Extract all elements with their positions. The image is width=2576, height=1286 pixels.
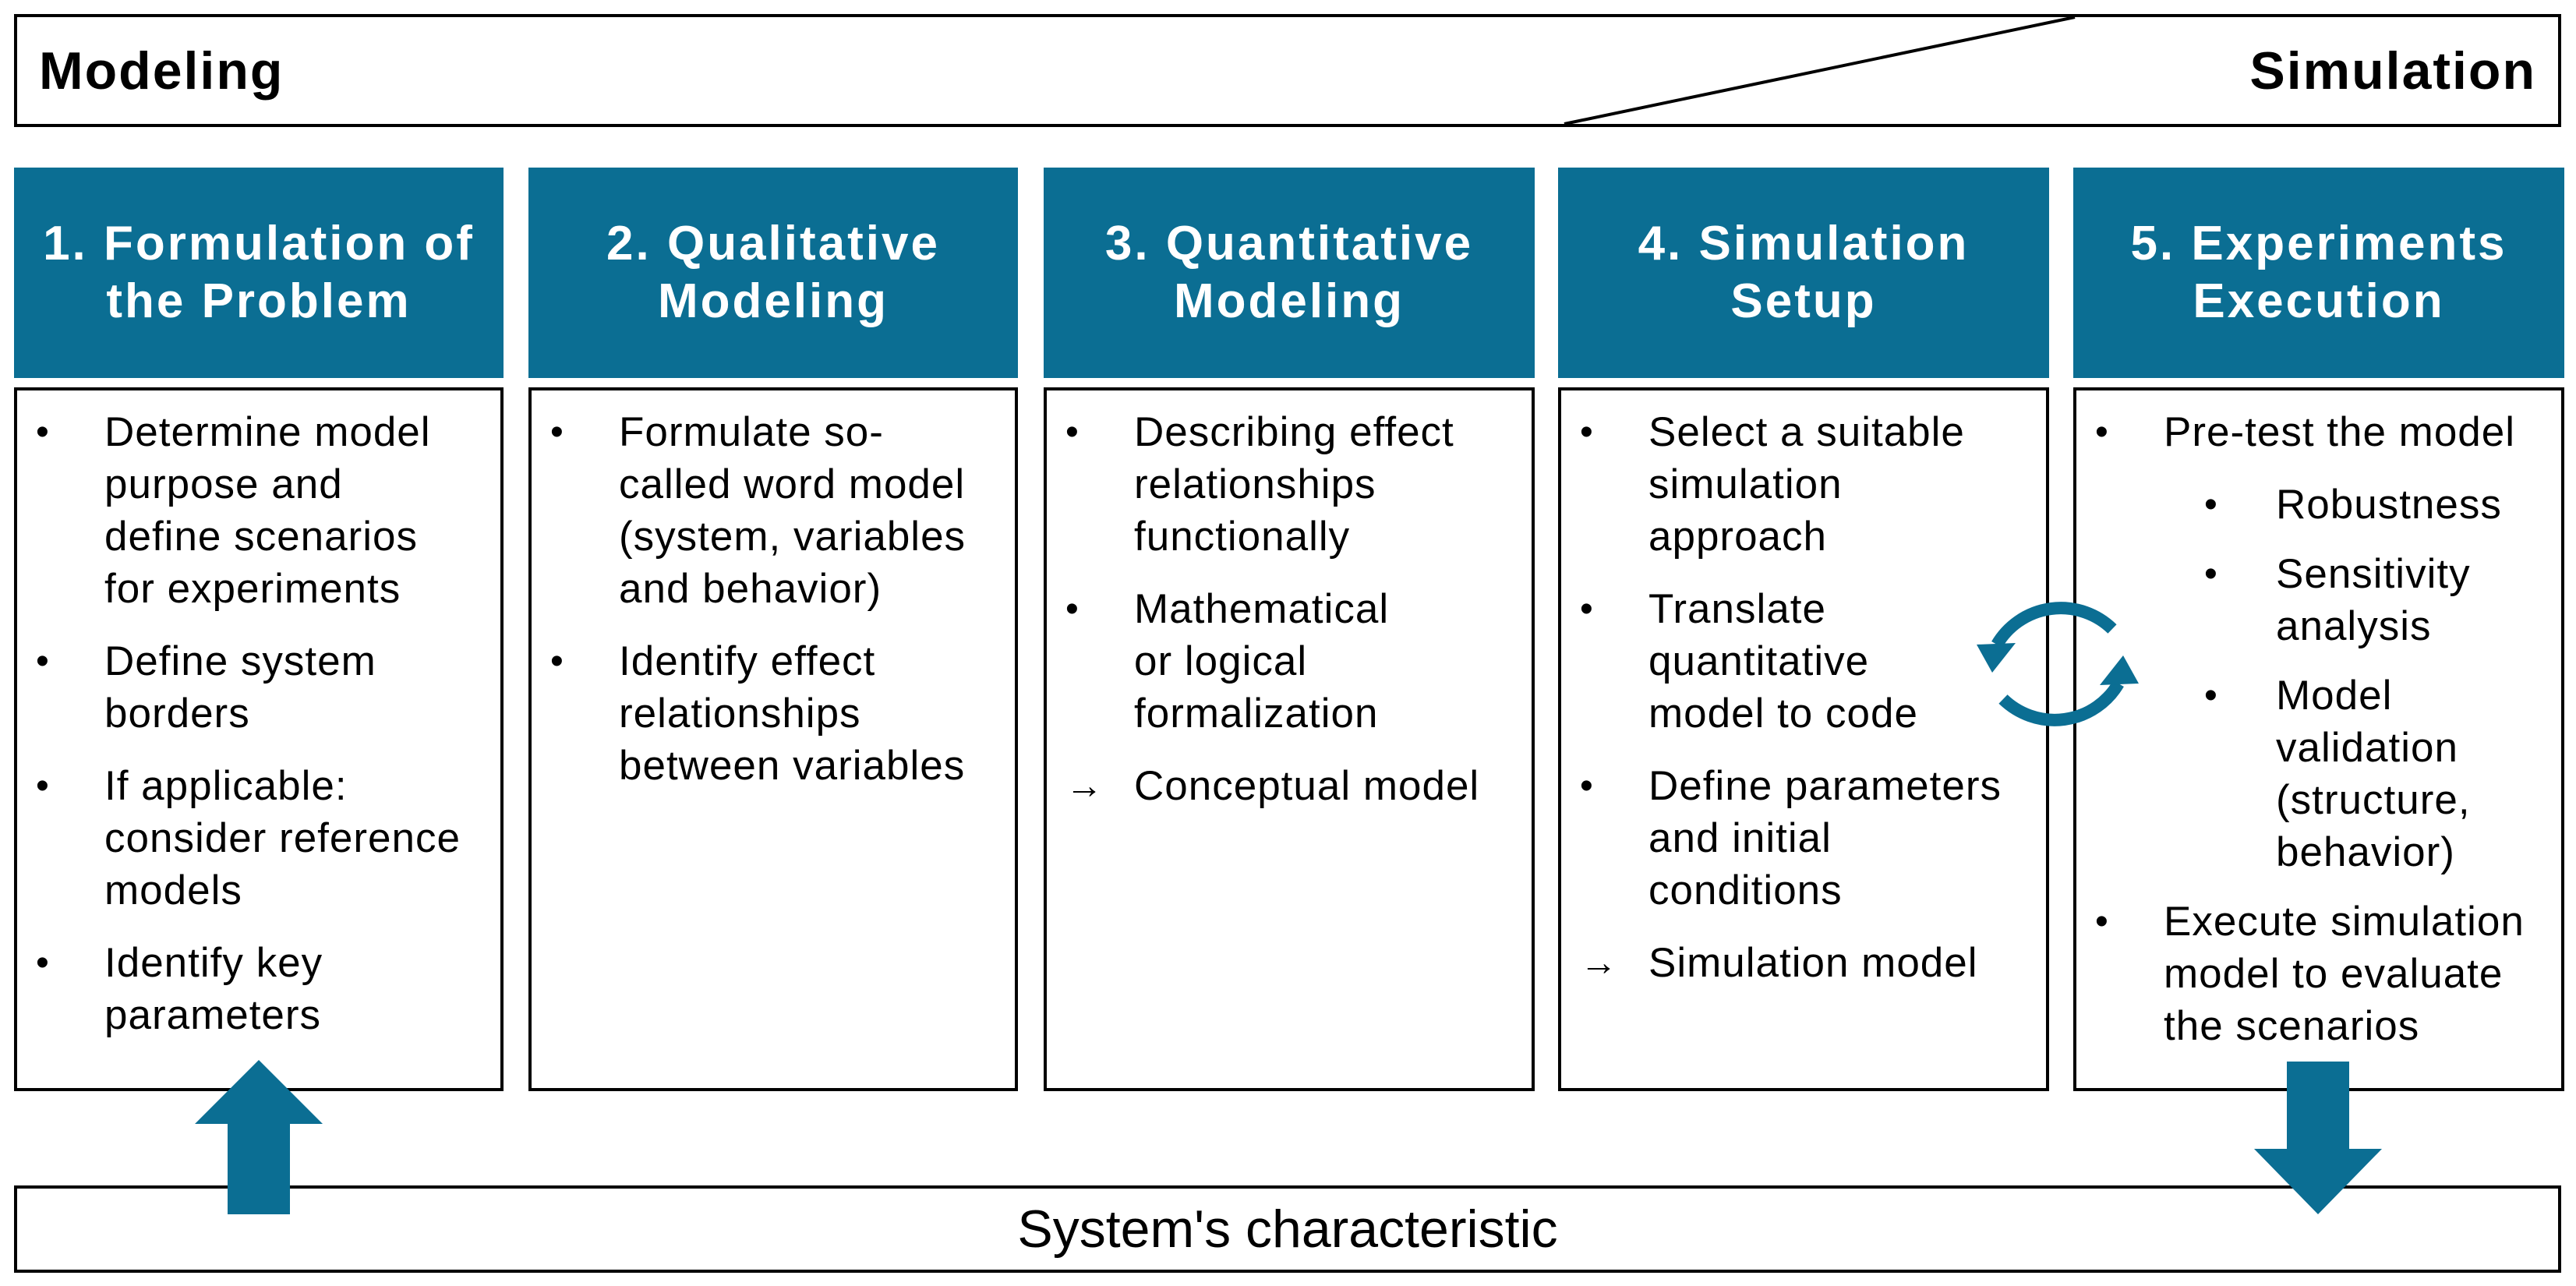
step-5-subitem: • Sensitivity analysis (2204, 548, 2550, 652)
item-text: Determine model purpose and define scena… (104, 409, 431, 612)
bullet: • (550, 641, 564, 682)
system-characteristic-bar: System's characteristic (14, 1185, 2561, 1273)
step-4-body: • Select a suitable simulation approach •… (1558, 387, 2049, 1091)
downward-arrow-icon (2254, 1062, 2382, 1214)
step-1-item: • If applicable: consider reference model… (36, 760, 489, 917)
item-text: Mathematical or logical formalization (1134, 586, 1390, 737)
item-text: Model validation (structure, behavior) (2276, 673, 2471, 875)
step-2-header: 2. Qualitative Modeling (528, 168, 1018, 378)
bullet: • (1065, 412, 1080, 453)
bullet: • (2095, 412, 2109, 453)
step-5-header: 5. Experiments Execution (2073, 168, 2564, 378)
step-4-item: • Translate quantitative model to code (1580, 583, 2035, 740)
arrow-right-icon: → (1065, 765, 1104, 807)
bullet: • (1580, 588, 1594, 630)
step-3-body: • Describing effect relationships functio… (1044, 387, 1535, 1091)
step-5-subitem: • Model validation (structure, behavior) (2204, 669, 2550, 878)
item-text: Define parameters and initial conditions (1648, 763, 2002, 913)
simulation-label: Simulation (2249, 41, 2536, 101)
step-1-item: • Determine model purpose and define scen… (36, 406, 489, 615)
step-1-body: • Determine model purpose and define scen… (14, 387, 504, 1091)
item-text: Conceptual model (1134, 763, 1480, 809)
step-3-item: • Mathematical or logical formalization (1065, 583, 1521, 740)
bullet: • (1065, 588, 1080, 630)
step-3-header: 3. Quantitative Modeling (1044, 168, 1535, 378)
item-text: Robustness (2276, 482, 2502, 528)
upward-arrow-icon (195, 1060, 323, 1214)
item-text: Translate quantitative model to code (1648, 586, 1918, 737)
step-5-subitem: • Robustness (2204, 479, 2550, 531)
step-1-header: 1. Formulation of the Problem (14, 168, 504, 378)
item-text: Define system borders (104, 638, 376, 737)
step-1-item: • Define system borders (36, 635, 489, 740)
arrow-right-icon: → (1580, 942, 1618, 984)
step-1-item: • Identify key parameters (36, 937, 489, 1041)
step-4-header: 4. Simulation Setup (1558, 168, 2049, 378)
step-4-item: • Define parameters and initial condition… (1580, 760, 2035, 917)
step-5-item: • Execute simulation model to evaluate th… (2095, 896, 2550, 1052)
item-text: Sensitivity analysis (2276, 551, 2471, 649)
item-text: Describing effect relationships function… (1134, 409, 1454, 560)
bullet: • (2204, 484, 2218, 525)
bullet: • (1580, 412, 1594, 453)
step-5-item: • Pre-test the model (2095, 406, 2550, 458)
item-text: Execute simulation model to evaluate the… (2164, 899, 2525, 1049)
bullet: • (550, 412, 564, 453)
bullet: • (2095, 901, 2109, 942)
bullet: • (36, 942, 50, 984)
step-3-result: → Conceptual model (1065, 760, 1521, 812)
item-text: Identify key parameters (104, 940, 323, 1038)
item-text: If applicable: consider reference models (104, 763, 461, 913)
item-text: Formulate so- called word model (system,… (619, 409, 966, 612)
step-4-item: • Select a suitable simulation approach (1580, 406, 2035, 563)
system-characteristic-label: System's characteristic (1017, 1199, 1558, 1259)
step-2-body: • Formulate so- called word model (system… (528, 387, 1018, 1091)
bullet: • (36, 641, 50, 682)
item-text: Identify effect relationships between va… (619, 638, 966, 789)
bullet: • (36, 765, 50, 807)
step-2-item: • Formulate so- called word model (system… (550, 406, 1004, 615)
item-text: Select a suitable simulation approach (1648, 409, 1965, 560)
bullet: • (36, 412, 50, 453)
iteration-cycle-icon (1977, 602, 2139, 726)
step-2-item: • Identify effect relationships between v… (550, 635, 1004, 792)
bullet: • (1580, 765, 1594, 807)
step-4-result: → Simulation model (1580, 937, 2035, 989)
banner-divider-line (1564, 16, 2076, 125)
item-text: Simulation model (1648, 940, 1978, 986)
bullet: • (2204, 675, 2218, 716)
item-text: Pre-test the model (2164, 409, 2516, 455)
step-3-item: • Describing effect relationships functio… (1065, 406, 1521, 563)
modeling-simulation-banner: Modeling Simulation (14, 14, 2561, 127)
step-5-body: • Pre-test the model • Robustness • Sensiti… (2073, 387, 2564, 1091)
bullet: • (2204, 553, 2218, 595)
modeling-label: Modeling (39, 41, 284, 101)
